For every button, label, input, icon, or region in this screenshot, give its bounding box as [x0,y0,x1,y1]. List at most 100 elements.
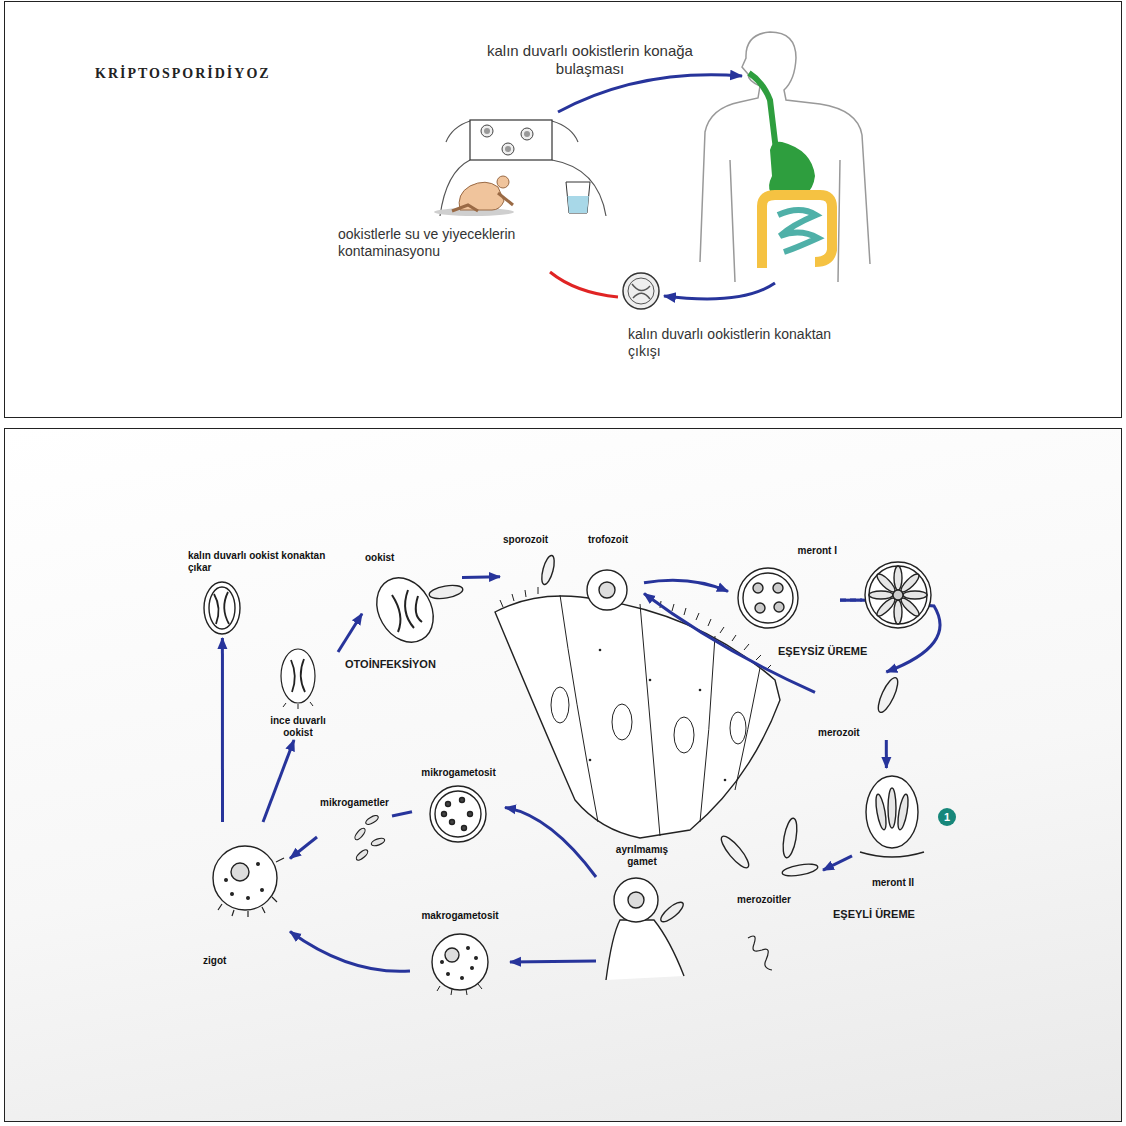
human-body [749,73,776,150]
epithelium [730,712,746,744]
contamination-scene [502,143,514,155]
trophozoite [587,570,627,610]
transmission-arrow [550,272,618,297]
callout-number: 1 [938,808,956,826]
meront-one [753,583,763,593]
macrogamont [432,934,488,990]
zygote [231,863,249,881]
meront-rosette [840,599,862,602]
contamination-scene [434,120,606,216]
stage-label: meront I [798,545,837,557]
life-stage: meront II [852,768,934,890]
cycle-arrow [510,961,596,962]
contamination-scene [498,193,513,205]
human-body [762,195,832,268]
microgamont [446,802,451,807]
zygote [261,889,264,892]
stage-label: trofozoit [588,534,628,546]
stage-label: zigot [203,955,226,967]
cycle-arrow [823,856,852,870]
stage-label: ookist [365,552,394,564]
stage-label: mikrogametler [320,797,389,809]
macrogamont [447,973,450,976]
life-stage: ayrılmamış gamet [596,842,688,982]
meront-one [743,573,793,623]
macrogamont [441,961,444,964]
thick-wall-oocyst [209,587,235,629]
oocyst-icon [632,284,650,299]
zygote [225,879,228,882]
stage-label: mikrogametosit [421,767,495,779]
life-stage: zigot [200,822,290,968]
zygote [231,893,234,896]
microgamont [435,791,481,837]
life-stage: makrogametosit [410,908,510,998]
cycle-arrow [644,580,728,591]
merozoite [875,675,902,715]
transmission-arrow [558,75,742,112]
meront-one [755,603,765,613]
thin-wall-oocyst [283,702,313,709]
zygote [257,863,260,866]
undifferentiated-gamont [614,878,658,922]
microgamont [430,786,486,842]
stage-label: makrogametosit [421,910,498,922]
merozoites [718,817,819,970]
cycle-arrow [290,932,410,972]
cycle-arrow [221,638,224,822]
stage-label: merozoit [818,727,860,739]
oocyst-excysting [392,590,422,632]
macrogamont [437,984,482,995]
oocyst-icon [623,273,659,309]
zygote [213,846,284,917]
meront-one [773,583,783,593]
contamination-scene [566,182,590,213]
merozoites [718,833,753,871]
cycle-arrow [885,740,888,768]
thick-wall-oocyst [204,582,240,634]
microgametes [370,837,385,847]
human-body [778,210,818,252]
epithelium [500,587,771,670]
meront-two [896,794,910,831]
epithelium [649,679,652,682]
microgametes [353,814,385,862]
trophozoite [587,570,627,610]
cycle-arrow [392,812,412,816]
sporozoite [539,554,556,586]
macrogamont [467,947,470,950]
stage-label: ayrılmamış gamet [606,844,678,867]
contamination-scene [505,146,511,152]
life-stage: ince duvarlı ookist [258,640,338,740]
phase-label: OTOİNFEKSİYON [345,658,436,671]
stage-label: meront II [872,877,914,889]
epithelium [612,704,632,740]
contamination-scene [470,120,552,160]
contamination-scene [524,131,530,137]
life-stage: trofozoit [572,532,644,614]
contamination-scene [497,176,509,188]
meront-two [888,788,896,828]
epithelium [560,595,760,836]
epithelium [495,596,780,838]
meront-rosette [893,590,903,600]
epithelium [589,759,592,762]
sporozoite [539,554,556,586]
meront-rosette [875,572,898,595]
zygote [247,897,250,900]
human-body [700,32,870,282]
undifferentiated-gamont [628,892,644,908]
microgamont [442,812,447,817]
life-stage: mikrogametosit [412,765,505,850]
microgametes [364,814,379,826]
stage-label: merozoitler [737,894,791,906]
cycle-arrow [462,575,500,579]
meront-two [860,776,924,857]
meront-rosette [894,600,902,624]
thin-wall-oocyst [291,659,305,692]
oocyst-excysting [428,583,464,601]
macrogamont [475,957,478,960]
microgametes [353,827,367,842]
cycle-arrow [338,614,362,652]
